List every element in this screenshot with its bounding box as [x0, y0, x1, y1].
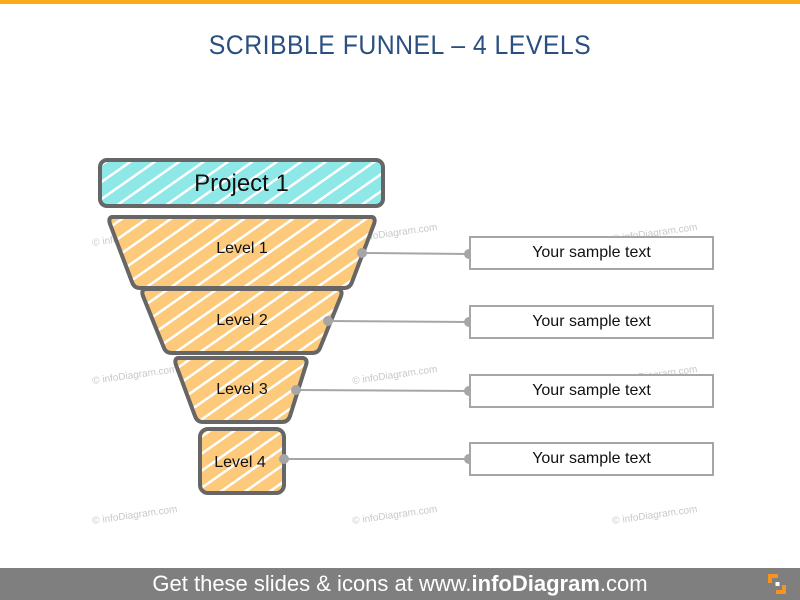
- footer-prefix: Get these slides & icons at www.: [152, 571, 472, 596]
- level-1-label: Level 1: [216, 240, 268, 257]
- level-4-label: Level 4: [214, 454, 266, 471]
- level-3-textbox[interactable]: Your sample text: [469, 374, 714, 408]
- level-1-textbox[interactable]: Your sample text: [469, 236, 714, 270]
- project-bar: [98, 158, 385, 208]
- top-accent-bar: [0, 0, 800, 4]
- slide-title: SCRIBBLE FUNNEL – 4 LEVELS: [208, 30, 592, 60]
- level-3-text: Your sample text: [532, 382, 651, 399]
- level-1-shape: [107, 215, 377, 290]
- footer-brand: infoDiagram: [471, 571, 600, 596]
- level-4-textbox[interactable]: Your sample text: [469, 442, 714, 476]
- level-2-shape: [140, 287, 344, 355]
- level-1-text: Your sample text: [532, 244, 651, 261]
- footer-link[interactable]: Get these slides & icons at www.infoDiag…: [0, 571, 800, 597]
- infodiagram-logo-icon: [768, 574, 786, 594]
- level-2-text: Your sample text: [532, 313, 651, 330]
- project-label: Project 1: [194, 170, 289, 197]
- level-4-text: Your sample text: [532, 450, 651, 467]
- footer-suffix: .com: [599, 571, 648, 596]
- level-2-textbox[interactable]: Your sample text: [469, 305, 714, 339]
- level-3-label: Level 3: [216, 381, 268, 398]
- level-3-shape: [173, 356, 309, 424]
- level-2-label: Level 2: [216, 312, 268, 329]
- footer-bar: Get these slides & icons at www.infoDiag…: [0, 568, 800, 600]
